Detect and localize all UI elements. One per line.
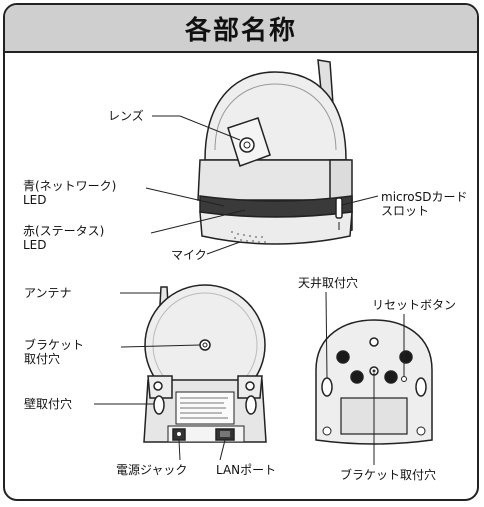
wall-mount-hole-left: [153, 395, 165, 415]
ceiling-mount-label: 天井取付穴: [298, 276, 359, 290]
foot-2: [399, 350, 413, 364]
power-jack-label: 電源ジャック: [116, 463, 188, 477]
bracket-mount-bottom-label: ブラケット取付穴: [340, 468, 437, 482]
foot-1: [336, 350, 350, 364]
microsd-label-line2: スロット: [381, 204, 430, 218]
red-led-label-line1: 赤(ステータス): [23, 224, 105, 238]
lan-port-label: LANポート: [216, 463, 277, 477]
wall-mount-hole-right: [245, 395, 257, 415]
blue-led-label-line1: 青(ネットワーク): [23, 179, 117, 193]
ceiling-mount-hole-right: [415, 377, 427, 397]
leader-lines: [94, 115, 405, 465]
camera-front-view: [197, 59, 353, 245]
foot-3: [350, 370, 364, 384]
blue-led-label-line2: LED: [23, 193, 47, 207]
title-bar: 各部名称: [5, 5, 477, 53]
wall-mount-label: 壁取付穴: [24, 397, 73, 411]
page-title: 各部名称: [184, 15, 297, 46]
red-led-label-line2: LED: [23, 238, 47, 252]
ceiling-mount-hole-left: [321, 377, 333, 397]
lens-label: レンズ: [108, 109, 144, 123]
microsd-slot: [335, 197, 343, 219]
bracket-label-line2: 取付穴: [24, 352, 61, 366]
reset-button: [401, 376, 407, 382]
foot-4: [384, 370, 398, 384]
antenna-label: アンテナ: [24, 286, 72, 300]
mic-holes: [231, 231, 266, 243]
camera-back-view: [143, 284, 267, 443]
microsd-label-line1: microSDカード: [381, 190, 468, 204]
mic-label: マイク: [171, 248, 207, 262]
bracket-label-line1: ブラケット: [24, 338, 85, 352]
reset-button-label: リセットボタン: [372, 298, 457, 312]
